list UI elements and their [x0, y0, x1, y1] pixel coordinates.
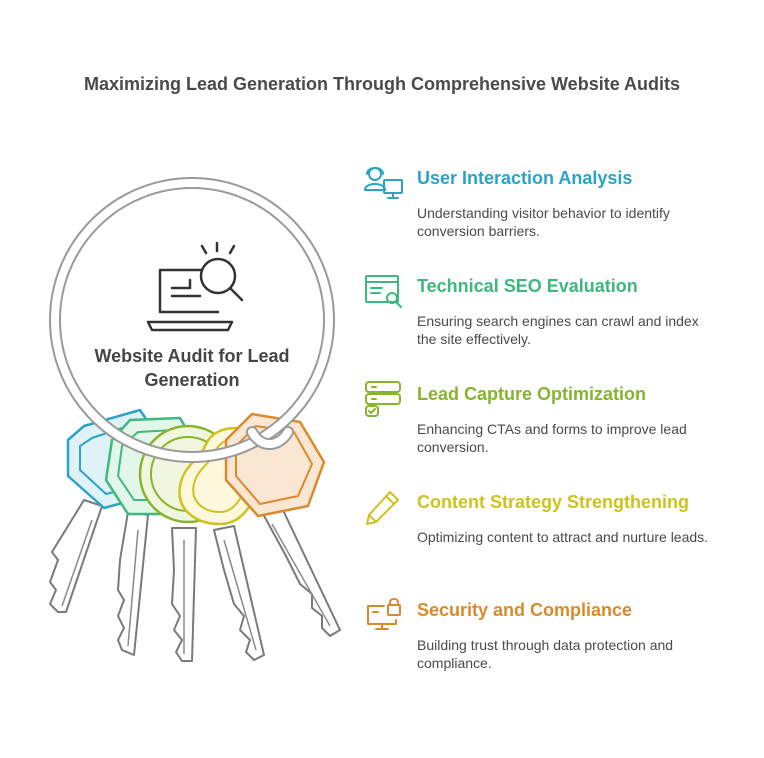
item-description: Building trust through data protection a…: [417, 637, 674, 671]
item-heading: Security and Compliance: [417, 600, 633, 620]
item-heading: Content Strategy Strengthening: [417, 492, 690, 512]
pencil-icon: [366, 491, 399, 525]
screen-lock-icon: [367, 598, 401, 630]
item-heading: Lead Capture Optimization: [417, 384, 647, 404]
center-label: Website Audit for Lead Generation: [94, 346, 290, 390]
user-monitor-icon: [364, 167, 403, 199]
key-blade-1: [49, 499, 103, 613]
item-description: Understanding visitor behavior to identi…: [417, 205, 670, 239]
item-description: Optimizing content to attract and nurtur…: [417, 529, 709, 545]
item-heading: Technical SEO Evaluation: [417, 276, 638, 296]
item-description: Ensuring search engines can crawl and in…: [417, 313, 699, 347]
item-description: Enhancing CTAs and forms to improve lead…: [417, 421, 687, 455]
page-title: Maximizing Lead Generation Through Compr…: [83, 74, 681, 94]
laptop-magnifier-icon: [146, 241, 244, 332]
item-heading: User Interaction Analysis: [417, 168, 633, 188]
form-fields-icon: [365, 381, 401, 417]
browser-search-icon: [365, 275, 402, 308]
